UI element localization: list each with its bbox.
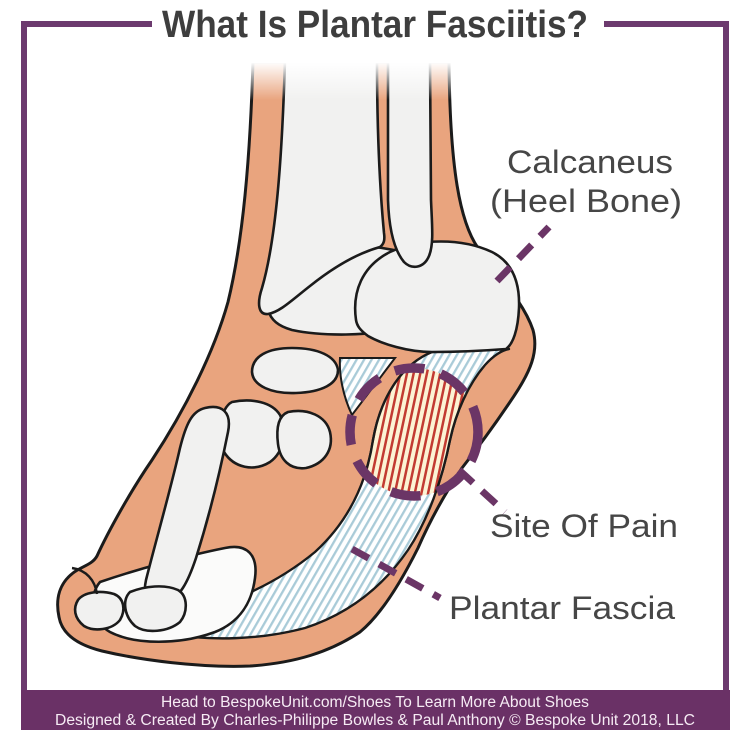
- calcaneus-label-line1: Calcaneus: [507, 144, 673, 180]
- leg-fade-solid: [228, 44, 463, 63]
- leg-fade-gradient: [228, 62, 463, 100]
- calcaneus-leader-line: [494, 224, 552, 284]
- site-of-pain-label: Site Of Pain: [490, 508, 678, 544]
- toenail-fold-line: [71, 566, 99, 595]
- foot-illustration: [56, 44, 537, 668]
- inflamed-fascia-region: [350, 368, 478, 496]
- plantar-fascia-label: Plantar Fascia: [449, 590, 675, 626]
- footer-bar: [21, 690, 730, 730]
- navicular-bone: [250, 346, 340, 395]
- calcaneus-bone: [353, 240, 521, 354]
- site-of-pain-circle: [345, 363, 483, 501]
- cuboid-bone: [276, 409, 333, 470]
- proximal-phalanx-bone: [123, 585, 188, 633]
- plantar-fascia-leader-line: [350, 545, 442, 602]
- site-of-pain-leader-line: [456, 467, 508, 515]
- footer: Head to BespokeUnit.com/Shoes To Learn M…: [21, 690, 730, 730]
- fibula-bone: [386, 58, 434, 269]
- tibia-bone: [257, 58, 386, 316]
- footer-line2: Designed & Created By Charles-Philippe B…: [55, 712, 695, 729]
- cuneiform-bone: [218, 399, 286, 469]
- page-title: What Is Plantar Fasciitis?: [162, 4, 588, 46]
- calcaneus-label-line2: (Heel Bone): [490, 183, 682, 219]
- distal-phalanx-bone: [73, 590, 125, 631]
- foot-bones: [71, 58, 521, 643]
- frame-right: [604, 21, 729, 700]
- footer-line1: Head to BespokeUnit.com/Shoes To Learn M…: [161, 694, 589, 711]
- frame-left: [21, 21, 152, 700]
- frame: [21, 21, 729, 700]
